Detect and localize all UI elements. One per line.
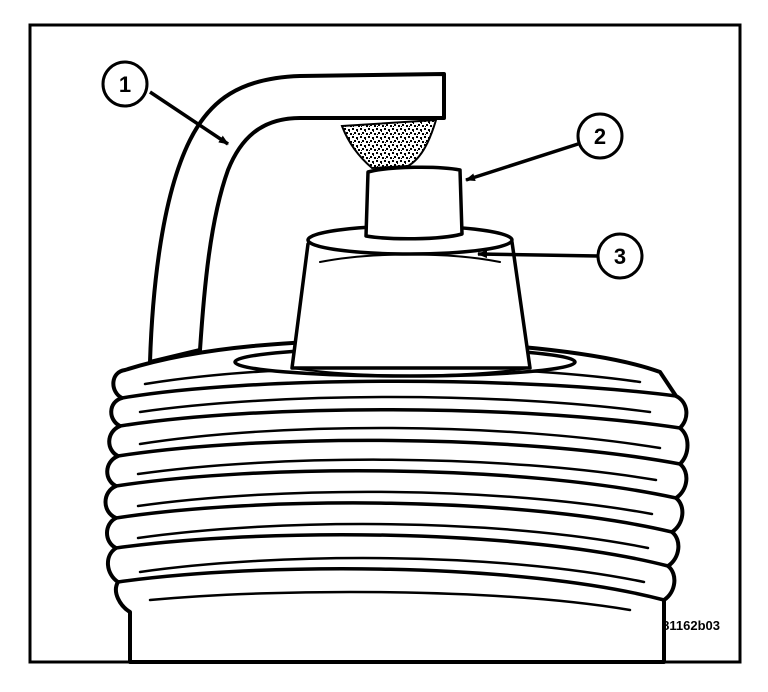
- callout-2-label: 2: [594, 124, 606, 149]
- callout-2: 2: [576, 112, 624, 160]
- callout-3: 3: [596, 232, 644, 280]
- threaded-shell: [103, 338, 690, 664]
- callout-arrow-2: [465, 142, 579, 182]
- center-electrode: [364, 165, 464, 241]
- callout-arrow-3: [477, 250, 599, 259]
- callout-arrow-1: [149, 90, 229, 146]
- callout-1: 1: [101, 60, 149, 108]
- callout-1-label: 1: [119, 72, 131, 97]
- ground-electrode: [148, 72, 446, 364]
- insulator: [290, 224, 532, 377]
- electrode-deposit: [340, 118, 438, 170]
- callout-3-label: 3: [614, 244, 626, 269]
- figure-id-label: 81162b03: [662, 618, 720, 633]
